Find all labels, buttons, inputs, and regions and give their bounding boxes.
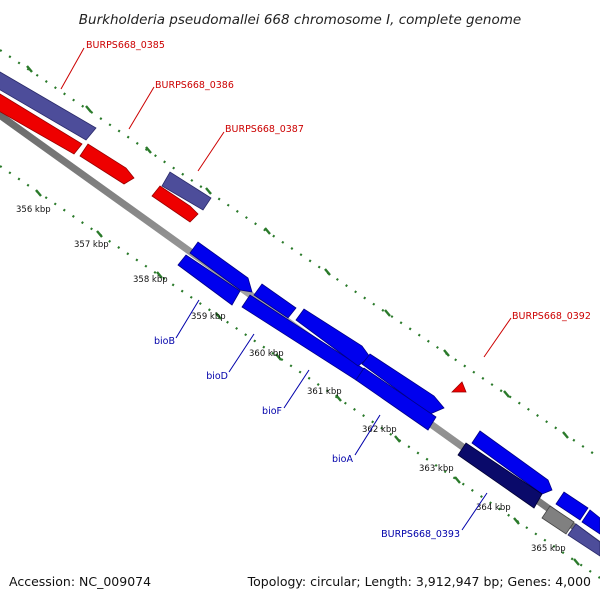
gene-label-bioB[interactable]: bioB bbox=[154, 336, 175, 347]
gene-label-bioD[interactable]: bioD bbox=[206, 371, 228, 382]
scale-label-356: 356 kbp bbox=[16, 205, 51, 215]
scale-labels: 356 kbp 357 kbp 358 kbp 359 kbp 360 kbp … bbox=[16, 205, 566, 554]
gene-bioF-upper[interactable] bbox=[295, 308, 371, 367]
gene-bioD[interactable] bbox=[253, 283, 297, 319]
leader-0387 bbox=[197, 131, 225, 172]
label-leaders bbox=[60, 47, 512, 531]
leader-bioB bbox=[175, 299, 200, 339]
topology-summary: Topology: circular; Length: 3,912,947 bp… bbox=[247, 574, 591, 589]
scale-label-362: 362 kbp bbox=[362, 425, 397, 435]
gene-label-burps668-0387[interactable]: BURPS668_0387 bbox=[225, 124, 304, 135]
gene-label-burps668-0393[interactable]: BURPS668_0393 bbox=[381, 529, 460, 540]
gene-label-bioF[interactable]: bioF bbox=[262, 406, 282, 417]
scale-label-357: 357 kbp bbox=[74, 240, 109, 250]
scale-label-363: 363 kbp bbox=[419, 464, 454, 474]
gene-slate-edge[interactable] bbox=[567, 523, 600, 557]
gene-bioB[interactable] bbox=[177, 254, 241, 306]
gene-blue-0393-upper[interactable] bbox=[471, 430, 553, 495]
leader-bioF bbox=[283, 369, 310, 409]
gene-label-burps668-0386[interactable]: BURPS668_0386 bbox=[155, 80, 234, 91]
leader-bioA bbox=[354, 414, 381, 456]
gene-burps668-0386-a[interactable] bbox=[0, 93, 83, 155]
scale-label-365: 365 kbp bbox=[531, 544, 566, 554]
leader-0393 bbox=[461, 492, 488, 531]
gene-burps668-0393[interactable] bbox=[457, 442, 543, 509]
gene-gray-edge[interactable] bbox=[541, 505, 575, 535]
gene-bioA[interactable] bbox=[355, 367, 437, 431]
gene-burps668-0387-red[interactable] bbox=[151, 185, 199, 223]
scale-label-361: 361 kbp bbox=[307, 387, 342, 397]
gene-burps668-0387-slate[interactable] bbox=[161, 171, 212, 211]
gene-labels: BURPS668_0385 BURPS668_0386 BURPS668_038… bbox=[86, 40, 591, 540]
map-title: Burkholderia pseudomallei 668 chromosome… bbox=[79, 12, 521, 28]
gene-burps668-0386-b[interactable] bbox=[79, 143, 135, 185]
leader-0392 bbox=[483, 317, 512, 358]
gene-label-burps668-0392[interactable]: BURPS668_0392 bbox=[512, 311, 591, 322]
accession-text: Accession: NC_009074 bbox=[9, 574, 151, 589]
gene-burps668-0392[interactable] bbox=[451, 381, 467, 393]
gene-bioB-upper[interactable] bbox=[189, 241, 253, 293]
scale-label-360: 360 kbp bbox=[249, 349, 284, 359]
scale-label-358: 358 kbp bbox=[133, 275, 168, 285]
gene-label-burps668-0385[interactable]: BURPS668_0385 bbox=[86, 40, 165, 51]
leader-0385 bbox=[60, 47, 85, 90]
major-ticks bbox=[26, 65, 580, 566]
reverse-genes bbox=[0, 71, 467, 393]
scale-label-364: 364 kbp bbox=[476, 503, 511, 513]
scale-label-359: 359 kbp bbox=[191, 312, 226, 322]
leader-bioD bbox=[228, 333, 255, 373]
forward-genes bbox=[177, 241, 600, 557]
tick-track-inner bbox=[0, 165, 600, 579]
gene-burps668-0385[interactable] bbox=[0, 71, 97, 141]
gene-blue-edge-upper[interactable] bbox=[555, 491, 589, 521]
gene-blue-edge-right[interactable] bbox=[581, 509, 600, 535]
leader-0386 bbox=[128, 86, 155, 130]
gene-label-bioA[interactable]: bioA bbox=[332, 454, 353, 465]
